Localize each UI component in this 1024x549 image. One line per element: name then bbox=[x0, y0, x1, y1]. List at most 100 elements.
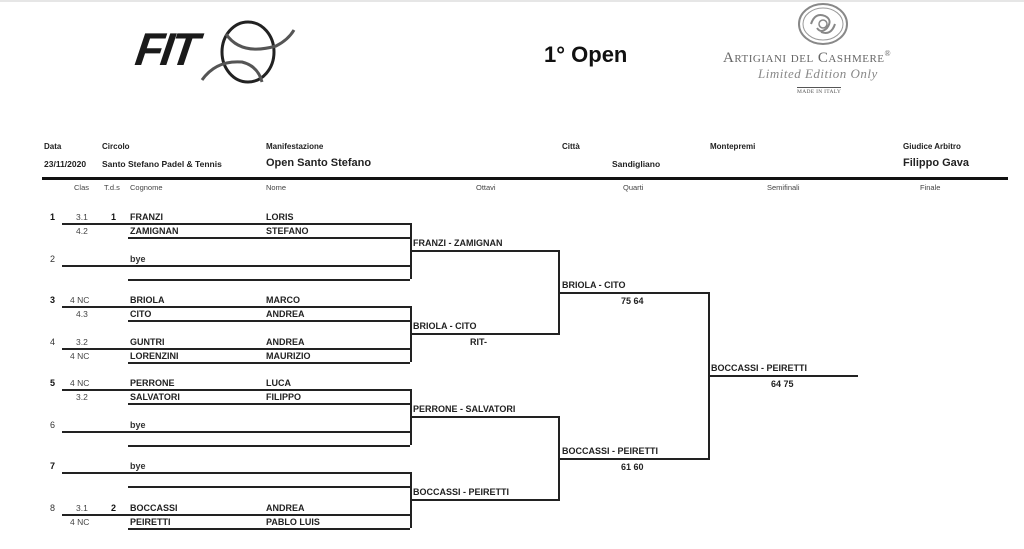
player-surname: GUNTRI bbox=[130, 337, 165, 347]
entry-line bbox=[128, 362, 410, 364]
sponsor-made-in: MADE IN ITALY bbox=[797, 87, 842, 95]
player-clas: 4 NC bbox=[70, 378, 90, 388]
entry-line bbox=[128, 528, 410, 530]
player-clas: 4 NC bbox=[70, 295, 90, 305]
entry-line bbox=[62, 223, 410, 225]
quarti-score: 61 60 bbox=[621, 462, 644, 472]
entry-line bbox=[128, 445, 410, 447]
ottavi-line bbox=[410, 250, 560, 252]
player-surname: SALVATORI bbox=[130, 392, 180, 402]
player-surname: CITO bbox=[130, 309, 152, 319]
player-clas: 4.2 bbox=[76, 226, 88, 236]
player-clas: 4.3 bbox=[76, 309, 88, 319]
page-top-border bbox=[0, 0, 1024, 2]
entry-line bbox=[62, 348, 410, 350]
value-manifestazione: Open Santo Stefano bbox=[266, 157, 372, 169]
player-clas: 3.1 bbox=[76, 503, 88, 513]
player-seed: 1 bbox=[111, 212, 117, 222]
entry-number: 4 bbox=[50, 337, 56, 347]
player-surname: bye bbox=[130, 254, 146, 264]
player-name: ANDREA bbox=[266, 503, 305, 513]
entry-number: 6 bbox=[50, 420, 56, 430]
col-clas: Clas bbox=[74, 183, 90, 192]
label-citta: Città bbox=[562, 142, 580, 151]
label-giudice: Giudice Arbitro bbox=[903, 142, 961, 151]
value-giudice: Filippo Gava bbox=[903, 157, 970, 169]
entry-line bbox=[62, 389, 410, 391]
col-cognome: Cognome bbox=[130, 183, 163, 192]
player-clas: 4 NC bbox=[70, 351, 90, 361]
label-montepremi: Montepremi bbox=[710, 142, 756, 151]
player-clas: 3.2 bbox=[76, 337, 88, 347]
col-quarti: Quarti bbox=[623, 183, 644, 192]
entry-line bbox=[128, 279, 410, 281]
player-name: ANDREA bbox=[266, 309, 305, 319]
player-surname: BRIOLA bbox=[130, 295, 165, 305]
player-surname: BOCCASSI bbox=[130, 503, 178, 513]
entry-line bbox=[128, 403, 410, 405]
entry-number: 1 bbox=[50, 212, 56, 222]
col-semifinali: Semifinali bbox=[767, 183, 800, 192]
quarti-winner: BRIOLA - CITO bbox=[562, 280, 626, 290]
player-seed: 2 bbox=[111, 503, 117, 513]
sponsor-name: Artigiani del Cashmere® bbox=[723, 49, 891, 67]
label-data: Data bbox=[44, 142, 62, 151]
col-ottavi: Ottavi bbox=[476, 183, 496, 192]
quarti-line bbox=[558, 458, 710, 460]
player-name: LORIS bbox=[266, 212, 294, 222]
entry-line bbox=[62, 265, 410, 267]
entry-line bbox=[128, 486, 410, 488]
entry-line bbox=[62, 514, 410, 516]
entry-number: 3 bbox=[50, 295, 56, 305]
header-divider bbox=[42, 177, 1008, 180]
ottavi-line bbox=[410, 416, 560, 418]
player-name: MARCO bbox=[266, 295, 300, 305]
ottavi-line bbox=[410, 333, 560, 335]
player-name: PABLO LUIS bbox=[266, 517, 320, 527]
quarti-winner: BOCCASSI - PEIRETTI bbox=[562, 446, 659, 456]
player-surname: bye bbox=[130, 461, 146, 471]
ottavi-line bbox=[410, 499, 560, 501]
tennis-ball-swoosh-icon bbox=[200, 20, 296, 84]
player-surname: PEIRETTI bbox=[130, 517, 171, 527]
value-citta: Sandigliano bbox=[612, 159, 661, 169]
ottavi-winner: FRANZI - ZAMIGNAN bbox=[413, 238, 503, 248]
entry-line bbox=[128, 237, 410, 239]
label-circolo: Circolo bbox=[102, 142, 130, 151]
player-name: MAURIZIO bbox=[266, 351, 311, 361]
semifinal-score: 64 75 bbox=[771, 379, 794, 389]
label-manifestazione: Manifestazione bbox=[266, 142, 324, 151]
col-nome: Nome bbox=[266, 183, 287, 192]
entry-line bbox=[62, 431, 410, 433]
quarti-line bbox=[558, 292, 710, 294]
sponsor-emblem-icon bbox=[798, 3, 848, 45]
entry-number: 2 bbox=[50, 254, 56, 264]
player-surname: LORENZINI bbox=[130, 351, 179, 361]
entry-number: 5 bbox=[50, 378, 56, 388]
player-surname: PERRONE bbox=[130, 378, 175, 388]
col-finale: Finale bbox=[920, 183, 941, 192]
entry-line bbox=[128, 320, 410, 322]
player-surname: ZAMIGNAN bbox=[130, 226, 179, 236]
sponsor-name-text: Artigiani del Cashmere bbox=[723, 50, 885, 66]
fit-logo-text: FIT bbox=[132, 23, 200, 75]
registered-mark: ® bbox=[884, 49, 892, 58]
ottavi-winner: BRIOLA - CITO bbox=[413, 321, 477, 331]
entry-number: 8 bbox=[50, 503, 56, 513]
entry-number: 7 bbox=[50, 461, 56, 471]
fit-logo: FIT bbox=[132, 18, 296, 88]
player-clas: 3.1 bbox=[76, 212, 88, 222]
player-surname: bye bbox=[130, 420, 146, 430]
col-tds: T.d.s bbox=[104, 183, 120, 192]
value-circolo: Santo Stefano Padel & Tennis bbox=[102, 159, 222, 169]
player-surname: FRANZI bbox=[130, 212, 163, 222]
ottavi-winner: BOCCASSI - PEIRETTI bbox=[413, 487, 510, 497]
semifinal-line bbox=[708, 375, 858, 377]
tournament-title: 1° Open bbox=[544, 42, 628, 67]
entry-line bbox=[62, 472, 410, 474]
quarti-score: 75 64 bbox=[621, 296, 644, 306]
sponsor-tagline: Limited Edition Only bbox=[758, 66, 878, 81]
player-name: ANDREA bbox=[266, 337, 305, 347]
player-name: FILIPPO bbox=[266, 392, 302, 402]
player-name: STEFANO bbox=[266, 226, 309, 236]
